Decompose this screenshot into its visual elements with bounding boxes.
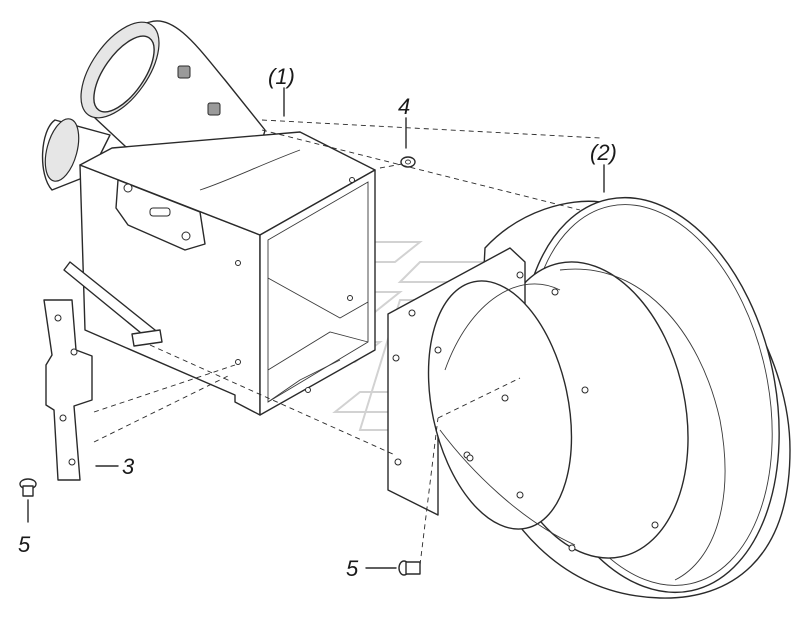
callout-part-5-left: 5 (18, 532, 31, 557)
leader-lines (27, 87, 605, 569)
nut-icon (207, 102, 221, 116)
callout-part-5-bottom: 5 (346, 556, 359, 581)
bolt-part-5-left (19, 478, 37, 497)
callout-part-1: (1) (268, 64, 295, 89)
washer-part-4 (400, 156, 416, 168)
fan-shroud-part-2 (387, 196, 791, 599)
heater-housing-part-1 (41, 20, 376, 416)
callout-part-3: 3 (122, 454, 135, 479)
bracket-part-3 (43, 299, 93, 481)
nut-icon (177, 65, 191, 79)
callout-part-4: 4 (398, 94, 410, 119)
bolt-part-5-bottom (398, 560, 421, 576)
callout-part-2: (2) (590, 140, 617, 165)
